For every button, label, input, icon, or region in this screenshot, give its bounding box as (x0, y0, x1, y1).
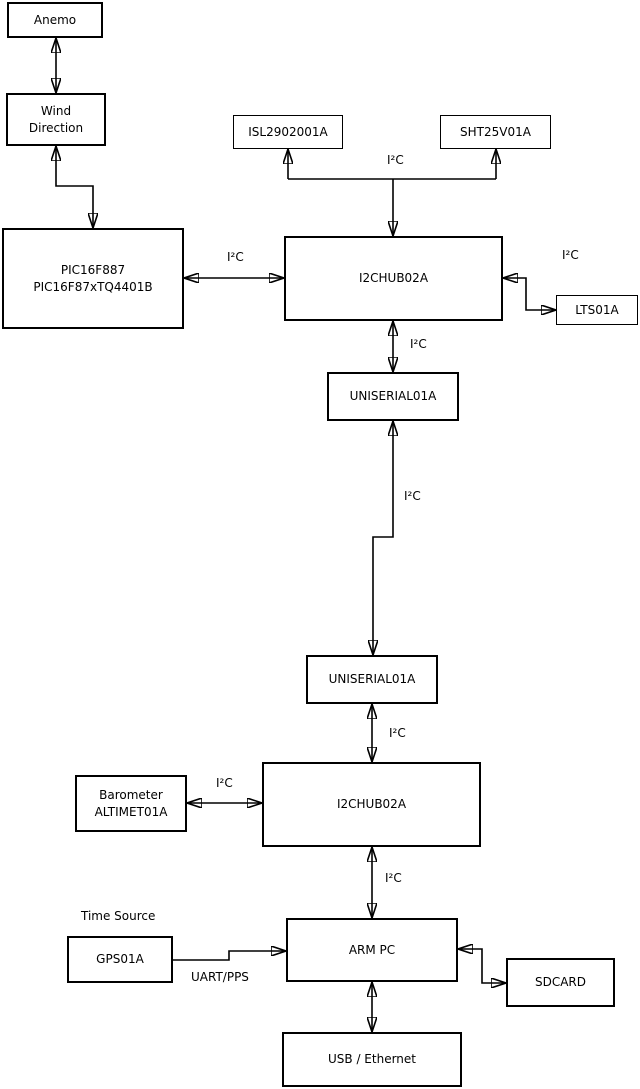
node-pic16f887-line1: PIC16F887 (60, 262, 126, 277)
edge-label-i2c-hub2-arm: I²C (385, 871, 402, 885)
node-uniserial01a-bottom-label: UNISERIAL01A (328, 672, 416, 686)
node-barometer-line2: ALTIMET01A (94, 804, 168, 819)
node-i2chub02a-top: I2CHUB02A (284, 236, 503, 321)
edge-label-uart-pps: UART/PPS (191, 970, 249, 984)
node-armpc-label: ARM PC (348, 942, 396, 957)
edge-uniserial-link (373, 421, 393, 655)
node-lts01a: LTS01A (556, 295, 638, 325)
label-time-source: Time Source (81, 909, 156, 923)
node-gps01a: GPS01A (67, 936, 173, 983)
node-i2chub02a-bottom-label: I2CHUB02A (336, 797, 407, 811)
node-anemo: Anemo (7, 2, 103, 38)
node-sdcard: SDCARD (506, 958, 615, 1007)
edge-i2chub-lts (503, 278, 556, 310)
edge-label-i2c-serial-link: I²C (404, 489, 421, 503)
node-uniserial01a-top-label: UNISERIAL01A (349, 389, 437, 403)
edge-label-i2c-serial-hub2: I²C (389, 726, 406, 740)
node-wind-direction: Wind Direction (6, 93, 106, 146)
node-isl2902001a-label: ISL2902001A (248, 124, 328, 139)
node-gps01a-label: GPS01A (96, 952, 144, 966)
node-pic16f887-line2: PIC16F87xTQ4401B (33, 279, 153, 294)
node-armpc: ARM PC (286, 918, 458, 982)
edge-label-i2c-sensors-bus: I²C (387, 153, 404, 167)
edge-armpc-sdcard (458, 949, 506, 983)
node-sht25v01a-label: SHT25V01A (460, 124, 531, 139)
node-uniserial01a-bottom: UNISERIAL01A (306, 655, 438, 704)
node-uniserial01a-top: UNISERIAL01A (327, 372, 459, 421)
node-pic16f887: PIC16F887 PIC16F87xTQ4401B (2, 228, 184, 329)
node-anemo-label: Anemo (33, 12, 77, 27)
node-usb-ethernet: USB / Ethernet (282, 1032, 462, 1087)
node-barometer: Barometer ALTIMET01A (75, 775, 187, 832)
node-barometer-line1: Barometer (99, 787, 163, 802)
node-wind-direction-line2: Direction (28, 120, 84, 135)
node-i2chub02a-bottom: I2CHUB02A (262, 762, 481, 847)
edge-wind-pic (56, 146, 93, 228)
edge-label-i2c-pic-hub: I²C (227, 250, 244, 264)
node-sht25v01a: SHT25V01A (440, 115, 551, 149)
node-isl2902001a: ISL2902001A (233, 115, 343, 149)
node-usb-ethernet-label: USB / Ethernet (328, 1052, 416, 1066)
edge-gps-armpc (173, 951, 286, 961)
node-i2chub02a-top-label: I2CHUB02A (358, 271, 429, 285)
node-sdcard-label: SDCARD (534, 975, 587, 989)
node-wind-direction-line1: Wind (40, 103, 72, 118)
edge-label-i2c-lts-bus: I²C (562, 248, 579, 262)
node-lts01a-label: LTS01A (575, 302, 619, 317)
edge-label-i2c-barometer-bus: I²C (216, 776, 233, 790)
edge-label-i2c-hub-serial: I²C (410, 337, 427, 351)
